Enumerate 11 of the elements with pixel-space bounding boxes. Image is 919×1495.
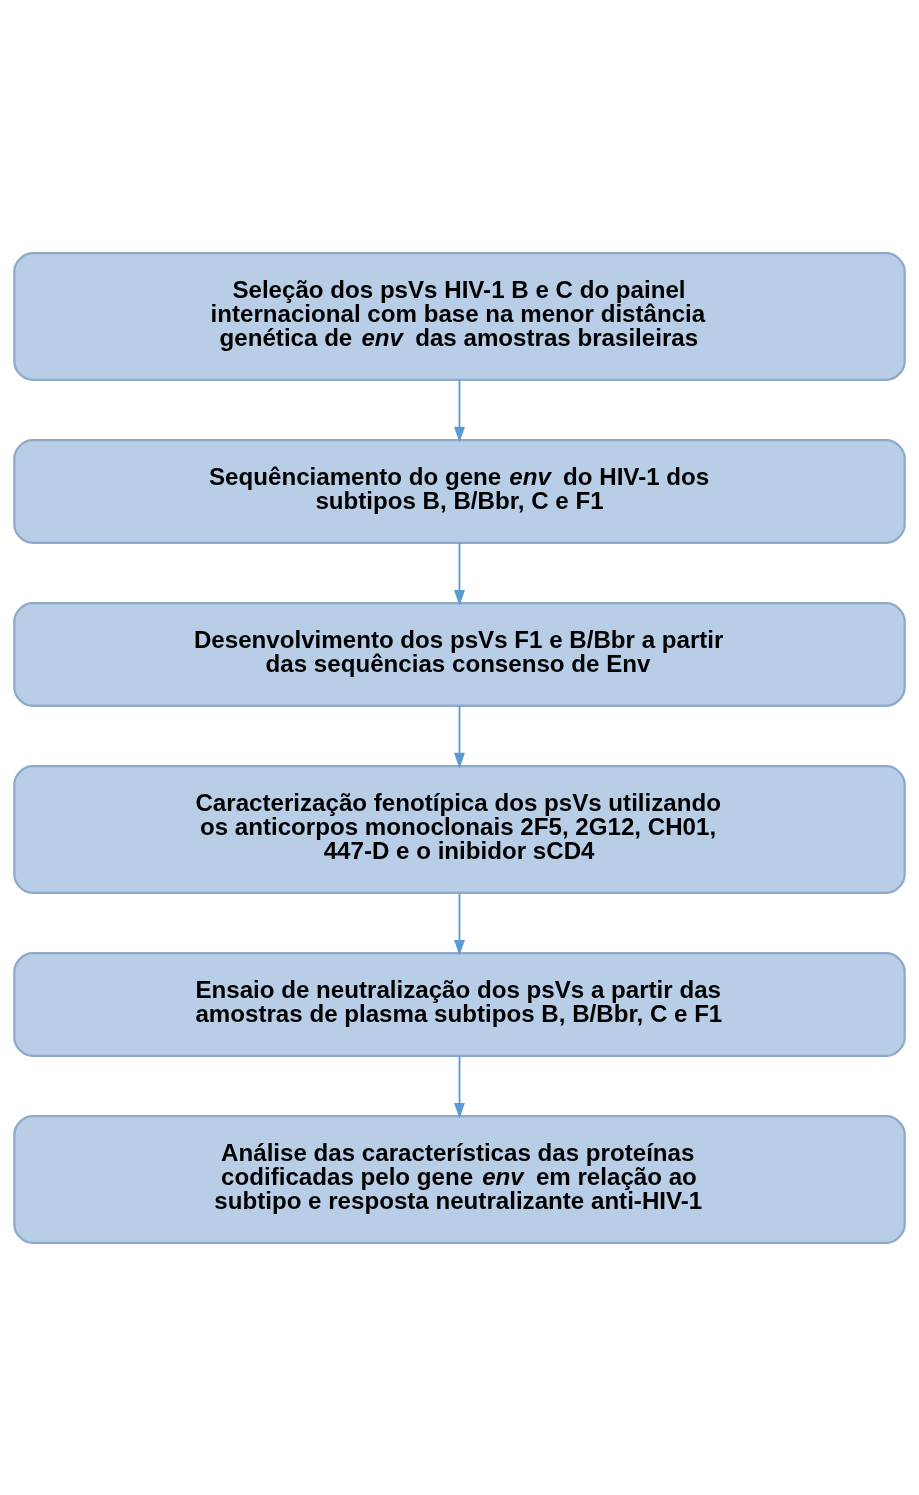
- arrow: [454, 704, 465, 768]
- node-box: Análise das características das proteínas codificadas pelo gene env em relação ao subtipo e resposta neutralizante anti-HIV-1: [13, 1114, 906, 1244]
- node-box: Desenvolvimento dos psVs F1 e B/Bbr a partir das sequências consenso de Env: [13, 601, 906, 707]
- arrow: [454, 891, 465, 956]
- node-box: Sequênciamento do gene env do HIV-1 dos subtipos B, B/Bbr, C e F1: [13, 438, 906, 544]
- arrow: [454, 1054, 465, 1119]
- arrow: [454, 378, 465, 443]
- node-box: Seleção dos psVs HIV-1 B e C do painel internacional com base na menor distância genética de env das amostras brasileiras: [13, 251, 906, 381]
- node-box: Ensaio de neutralização dos psVs a partir das amostras de plasma subtipos B, B/Bbr, C e F1: [13, 951, 906, 1057]
- node-box: Caracterização fenotípica dos psVs utilizando os anticorpos monoclonais 2F5, 2G12, CH01, 447-D e o inibidor sCD4: [13, 764, 906, 894]
- arrow: [454, 541, 465, 606]
